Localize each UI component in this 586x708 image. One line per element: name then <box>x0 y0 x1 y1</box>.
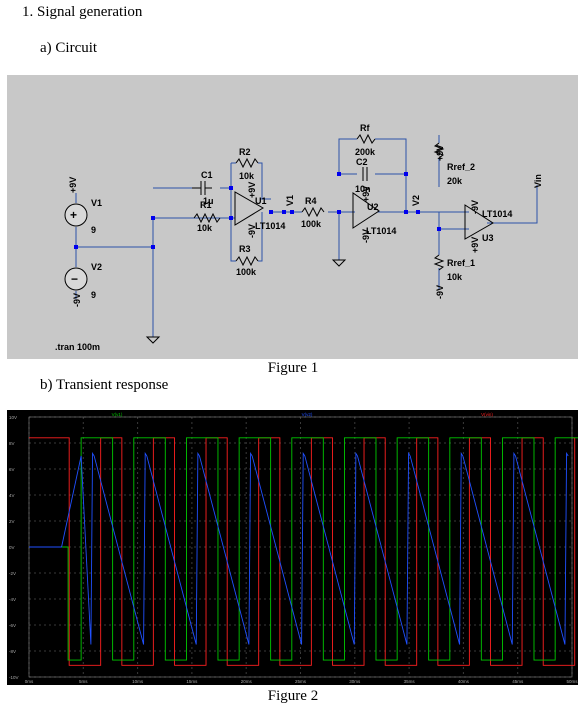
net-U2-minus9: -9V <box>361 229 371 243</box>
subsection-circuit-heading: a) Circuit <box>40 40 98 56</box>
v2-minus-sign: − <box>71 272 78 286</box>
label-R1: R1 <box>200 200 212 210</box>
tran-directive: .tran 100m <box>55 342 100 352</box>
label-U2: U2 <box>367 202 379 212</box>
circuit-schematic: + − V1 9 V2 9 C1 1μ R1 10k R2 10k R3 100… <box>7 75 578 359</box>
label-Rf-value: 200k <box>355 147 376 157</box>
trace-green-square-wave <box>29 437 578 661</box>
label-Rref1: Rref_1 <box>447 258 475 268</box>
x-tick-label: 0ms <box>25 679 34 684</box>
y-tick-label: 6V <box>9 467 15 472</box>
y-tick-label: 0V <box>9 545 15 550</box>
x-tick-label: 10ms <box>132 679 144 684</box>
label-U2-part: LT1014 <box>366 226 396 236</box>
x-tick-label: 45ms <box>512 679 524 684</box>
legend-entry: V(v2) <box>302 412 313 417</box>
figure-2-caption: Figure 2 <box>267 688 319 704</box>
net-V2-label: V2 <box>411 195 421 206</box>
y-tick-label: 8V <box>9 441 15 446</box>
x-tick-label: 15ms <box>186 679 198 684</box>
label-Rref1-value: 10k <box>447 272 463 282</box>
label-R1-value: 10k <box>197 223 213 233</box>
label-C1-value: 1μ <box>203 196 214 206</box>
net-V1-plus9: +9V <box>68 177 78 193</box>
label-U3-part: LT1014 <box>482 209 512 219</box>
x-tick-label: 30ms <box>349 679 361 684</box>
schematic-symbols <box>64 133 494 344</box>
junction-dots <box>74 172 441 249</box>
legend-entry: V(vin) <box>481 412 493 417</box>
transient-plot: 0ms 5ms 10ms 15ms 20ms 25ms 30ms 35ms 40ms 45ms 50… <box>7 410 578 685</box>
net-Rref1-minus9: -9V <box>435 285 445 299</box>
label-R4-value: 100k <box>301 219 322 229</box>
net-U1-plus9: +9V <box>247 182 257 198</box>
label-R2-value: 10k <box>239 171 255 181</box>
label-Rref2-value: 20k <box>447 176 463 186</box>
x-tick-label: 5ms <box>79 679 88 684</box>
x-tick-label: 20ms <box>241 679 253 684</box>
y-tick-label: -10V <box>9 675 19 680</box>
plot-grid <box>28 416 573 678</box>
y-tick-label: 10V <box>9 415 17 420</box>
label-C1: C1 <box>201 170 213 180</box>
label-C2-value: 10n <box>355 184 371 194</box>
label-U1: U1 <box>255 196 267 206</box>
label-U3: U3 <box>482 233 494 243</box>
net-U1-minus9: -9V <box>247 224 257 238</box>
label-C2: C2 <box>356 157 368 167</box>
label-R4: R4 <box>305 196 317 206</box>
plot-legend: V(v1) V(v2) V(vin) <box>112 412 494 417</box>
section-heading: 1. Signal generation <box>22 4 143 20</box>
y-tick-label: -8V <box>9 649 16 654</box>
net-V2-minus9: -9V <box>72 293 82 307</box>
label-R3: R3 <box>239 244 251 254</box>
label-R3-value: 100k <box>236 267 257 277</box>
plot-background <box>7 410 578 685</box>
label-V2: V2 <box>91 262 102 272</box>
plot-tick-labels: 0ms 5ms 10ms 15ms 20ms 25ms 30ms 35ms 40ms 45ms 50… <box>9 415 578 684</box>
y-tick-label: 2V <box>9 519 15 524</box>
legend-entry: V(v1) <box>112 412 123 417</box>
net-U2-plus9: +9V <box>361 186 371 202</box>
label-V1: V1 <box>91 198 102 208</box>
label-V2-value: 9 <box>91 290 96 300</box>
y-tick-label: -6V <box>9 623 16 628</box>
y-tick-label: 4V <box>9 493 15 498</box>
net-U3-plus9: +9V <box>470 237 480 253</box>
label-R2: R2 <box>239 147 251 157</box>
label-Rref2: Rref_2 <box>447 162 475 172</box>
v1-plus-sign: + <box>70 208 77 222</box>
figure-1-caption: Figure 1 <box>267 360 319 376</box>
x-tick-label: 50ms <box>566 679 578 684</box>
net-U3-minus9: -9V <box>470 200 480 214</box>
net-V1-label: V1 <box>285 195 295 206</box>
y-tick-label: -4V <box>9 597 16 602</box>
plot-traces <box>29 437 578 666</box>
x-tick-label: 35ms <box>404 679 416 684</box>
label-Rf: Rf <box>360 123 370 133</box>
x-tick-label: 40ms <box>458 679 470 684</box>
net-Vin-label: Vin <box>533 174 543 188</box>
x-tick-label: 25ms <box>295 679 307 684</box>
y-tick-label: -2V <box>9 571 16 576</box>
trace-blue-triangle-wave <box>29 451 569 645</box>
label-V1-value: 9 <box>91 225 96 235</box>
label-U1-part: LT1014 <box>255 221 285 231</box>
net-Rref2-plus9: +9V <box>435 145 445 161</box>
subsection-transient-heading: b) Transient response <box>40 377 169 393</box>
